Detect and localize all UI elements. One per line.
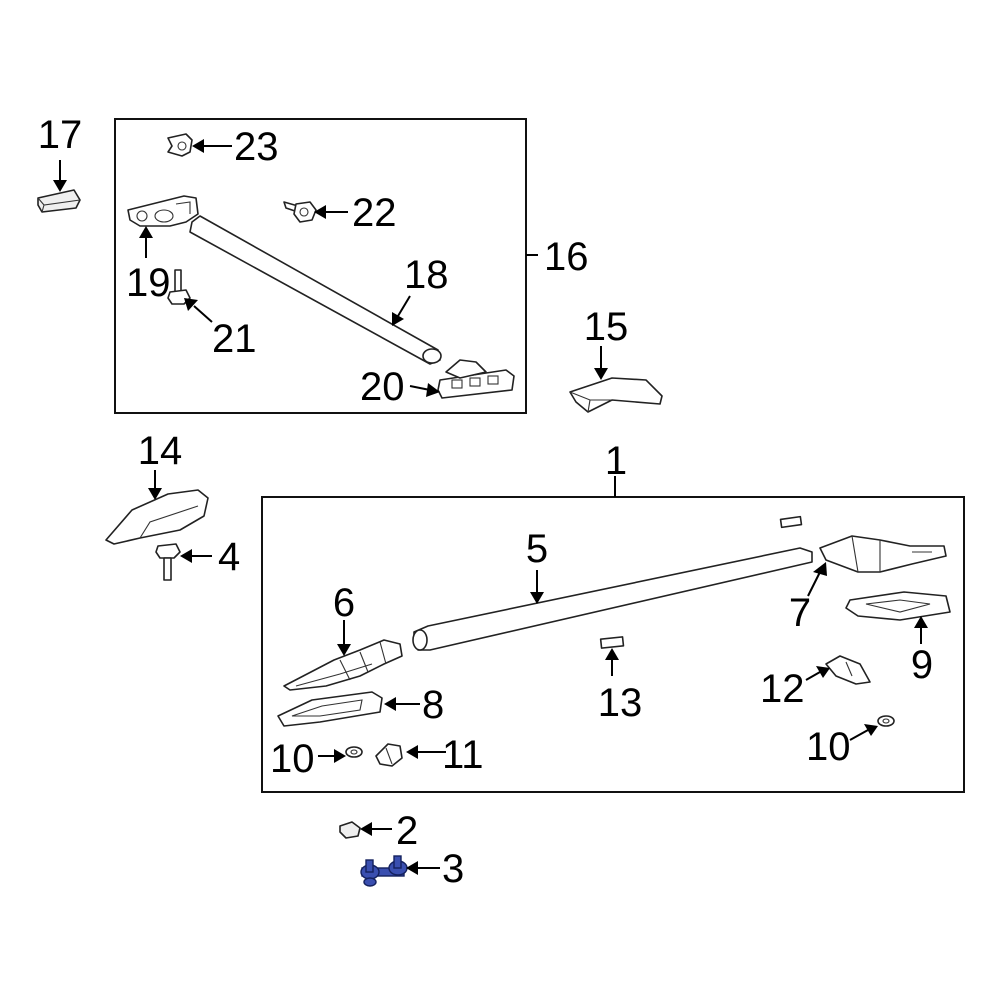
callout-21: 21 [212,317,257,361]
part-8-front-base[interactable] [277,691,383,727]
arrowhead-19 [139,226,153,238]
callout-16: 16 [544,235,589,279]
callout-10: 10 [270,737,315,781]
part-10-washer-right-hole [882,718,890,724]
arrowhead-8 [384,697,396,711]
arrowhead-10 [334,749,346,763]
part-13-pad[interactable] [599,636,625,649]
part-10-washer[interactable] [345,746,363,758]
part-2-nut[interactable] [339,821,361,839]
part-22-bolt[interactable] [283,201,317,223]
arrowhead-11 [406,745,418,759]
leader-7 [807,571,821,597]
callout-6: 6 [333,581,355,625]
callout-labels: 17 23 22 19 21 18 20 16 15 14 1 4 5 6 7 … [38,113,933,891]
callout-5: 5 [526,527,548,571]
callout-13: 13 [598,681,643,725]
part-11-clip[interactable] [375,743,403,767]
part-6-front-leg[interactable] [283,639,403,691]
arrowhead-21 [184,298,198,311]
leaders [53,139,928,875]
part-14-front-cover[interactable] [105,489,209,545]
arrowhead-6 [337,644,351,656]
callout-9: 9 [911,643,933,687]
leader-10-right [849,729,869,741]
leader-12 [805,671,821,681]
group-box-1 [261,496,965,793]
callout-23: 23 [234,125,279,169]
part-4-bolt[interactable] [155,543,181,581]
callout-12: 12 [760,667,805,711]
part-19-rail-bracket[interactable] [127,195,199,227]
part-10-washer-right[interactable] [877,715,895,727]
part-18-cross-bar[interactable] [189,215,442,365]
arrowhead-17 [53,180,67,192]
part-21-bolt[interactable] [167,269,191,305]
callout-19: 19 [126,261,171,305]
part-20-rear-bracket[interactable] [437,359,515,399]
arrowhead-15 [594,368,608,380]
callout-17: 17 [38,113,83,157]
callout-11: 11 [442,733,484,777]
part-17-end-clip[interactable] [37,189,81,213]
arrowhead-5 [530,592,544,604]
group-box-16 [114,118,527,414]
callout-4: 4 [218,535,240,579]
leader-21 [193,305,213,323]
callout-14: 14 [138,429,183,473]
arrowhead-7 [813,562,827,576]
callout-10-right: 10 [806,725,851,769]
part-12-clip[interactable] [825,655,871,685]
arrowhead-14 [148,488,162,500]
arrowhead-4 [180,549,192,563]
part-15-end-cover[interactable] [569,377,663,413]
callout-15: 15 [584,305,629,349]
callout-1: 1 [605,439,627,483]
arrowhead-12 [816,666,830,678]
callout-20: 20 [360,365,405,409]
arrowhead-10-right [864,724,878,736]
callout-22: 22 [352,191,397,235]
arrowhead-23 [192,139,204,153]
arrowhead-3 [406,861,418,875]
arrowhead-18 [392,312,404,326]
arrowhead-2 [360,822,372,836]
part-10-washer-hole [350,749,358,755]
callout-18: 18 [404,253,449,297]
callout-2: 2 [396,809,418,853]
arrowhead-13 [605,648,619,660]
part-9-rear-base[interactable] [845,591,951,621]
callout-7: 7 [789,591,811,635]
leader-18 [397,295,411,317]
arrowhead-22 [314,205,326,219]
part-7-rear-leg[interactable] [819,535,947,573]
arrowhead-20 [426,383,440,397]
part-3-stud-assembly[interactable] [360,855,408,887]
part-13-pad-upper[interactable] [779,515,803,529]
part-23-clip[interactable] [167,133,193,157]
arrowhead-9 [914,616,928,628]
leader-20 [409,385,431,391]
callout-8: 8 [422,683,444,727]
callout-3: 3 [442,847,464,891]
part-5-roof-rail[interactable] [412,547,813,651]
